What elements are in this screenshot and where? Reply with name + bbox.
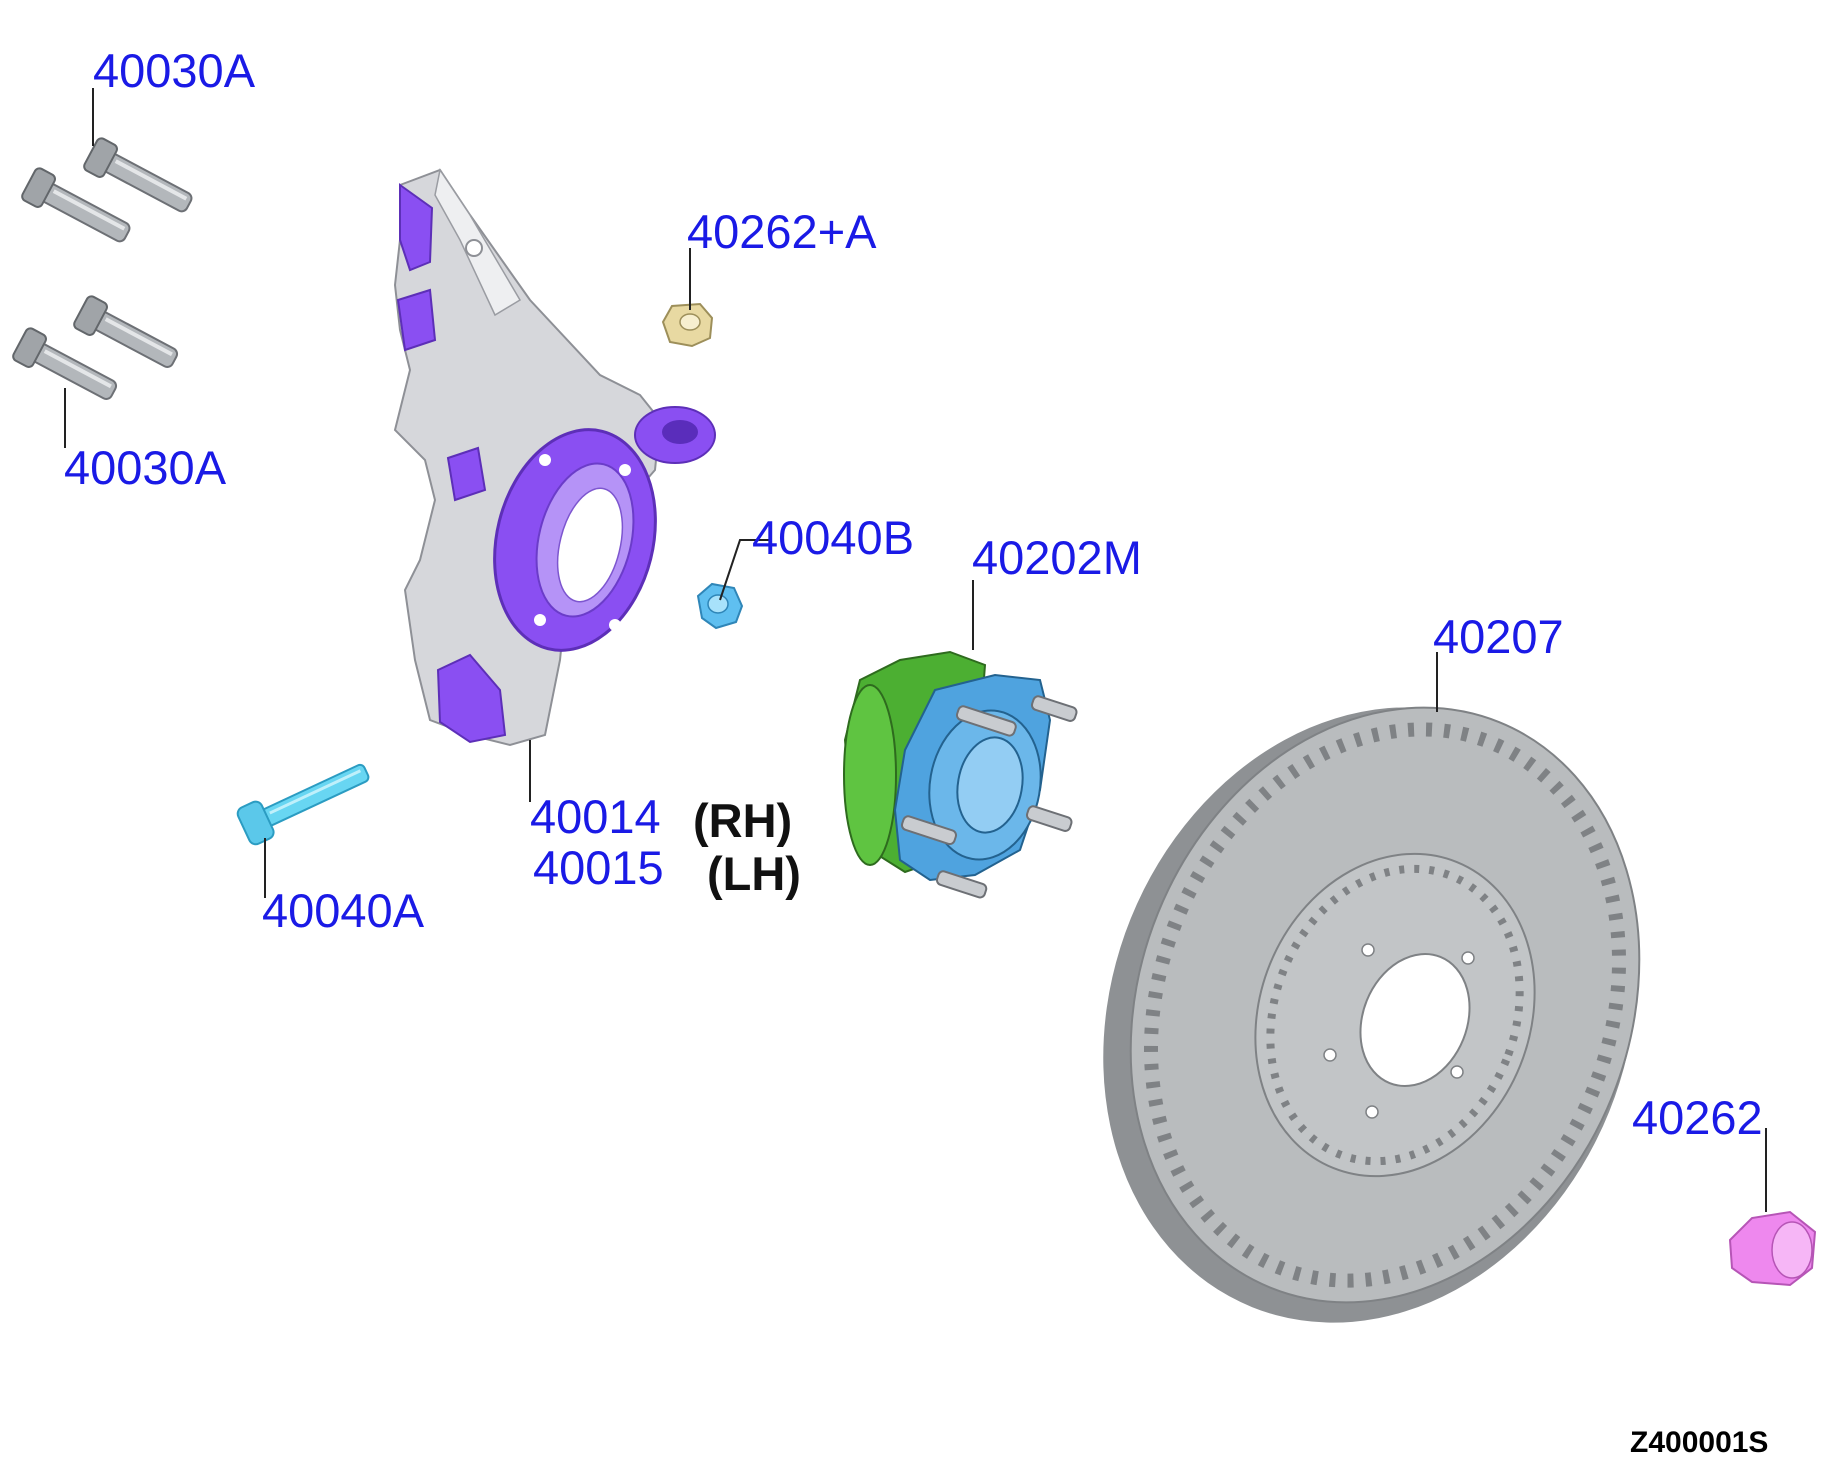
callout-knuckle-lh: 40015 — [533, 841, 664, 894]
steering-knuckle[interactable] — [393, 168, 716, 747]
bolt-part — [73, 295, 179, 368]
callout-bolt-long: 40040A — [262, 884, 425, 937]
callout-rotor: 40207 — [1433, 610, 1564, 663]
callout-knuckle-rh: 40014 — [530, 790, 661, 843]
callout-hub: 40202M — [972, 531, 1142, 584]
hub-bearing[interactable] — [843, 650, 1078, 899]
flange-nut-tan[interactable] — [661, 302, 714, 348]
long-bolt-cyan[interactable] — [235, 753, 374, 846]
callout-bolts-upper: 40030A — [93, 44, 256, 97]
brake-rotor[interactable] — [1013, 626, 1727, 1403]
flange-nut-pink[interactable] — [1728, 1210, 1817, 1287]
callout-bushing: 40040B — [752, 511, 914, 564]
bushing-cyan[interactable] — [696, 582, 744, 630]
bolt-part — [12, 327, 118, 400]
callout-bolts-lower: 40030A — [64, 441, 227, 494]
bolt-group-lower[interactable] — [11, 295, 182, 409]
callouts: 40030A 40030A 40262+A 40040B 40202M 4001… — [64, 44, 1768, 1459]
bolt-part — [83, 137, 193, 213]
bolt-part — [21, 167, 131, 243]
label-side-rh: (RH) — [693, 794, 792, 847]
leader-lines — [64, 88, 1767, 1212]
figure-code: Z400001S — [1630, 1426, 1768, 1459]
bolt-group-upper[interactable] — [20, 137, 197, 251]
callout-nut-upper: 40262+A — [687, 205, 877, 258]
label-side-lh: (LH) — [707, 847, 801, 900]
callout-nut-lower: 40262 — [1632, 1091, 1763, 1144]
